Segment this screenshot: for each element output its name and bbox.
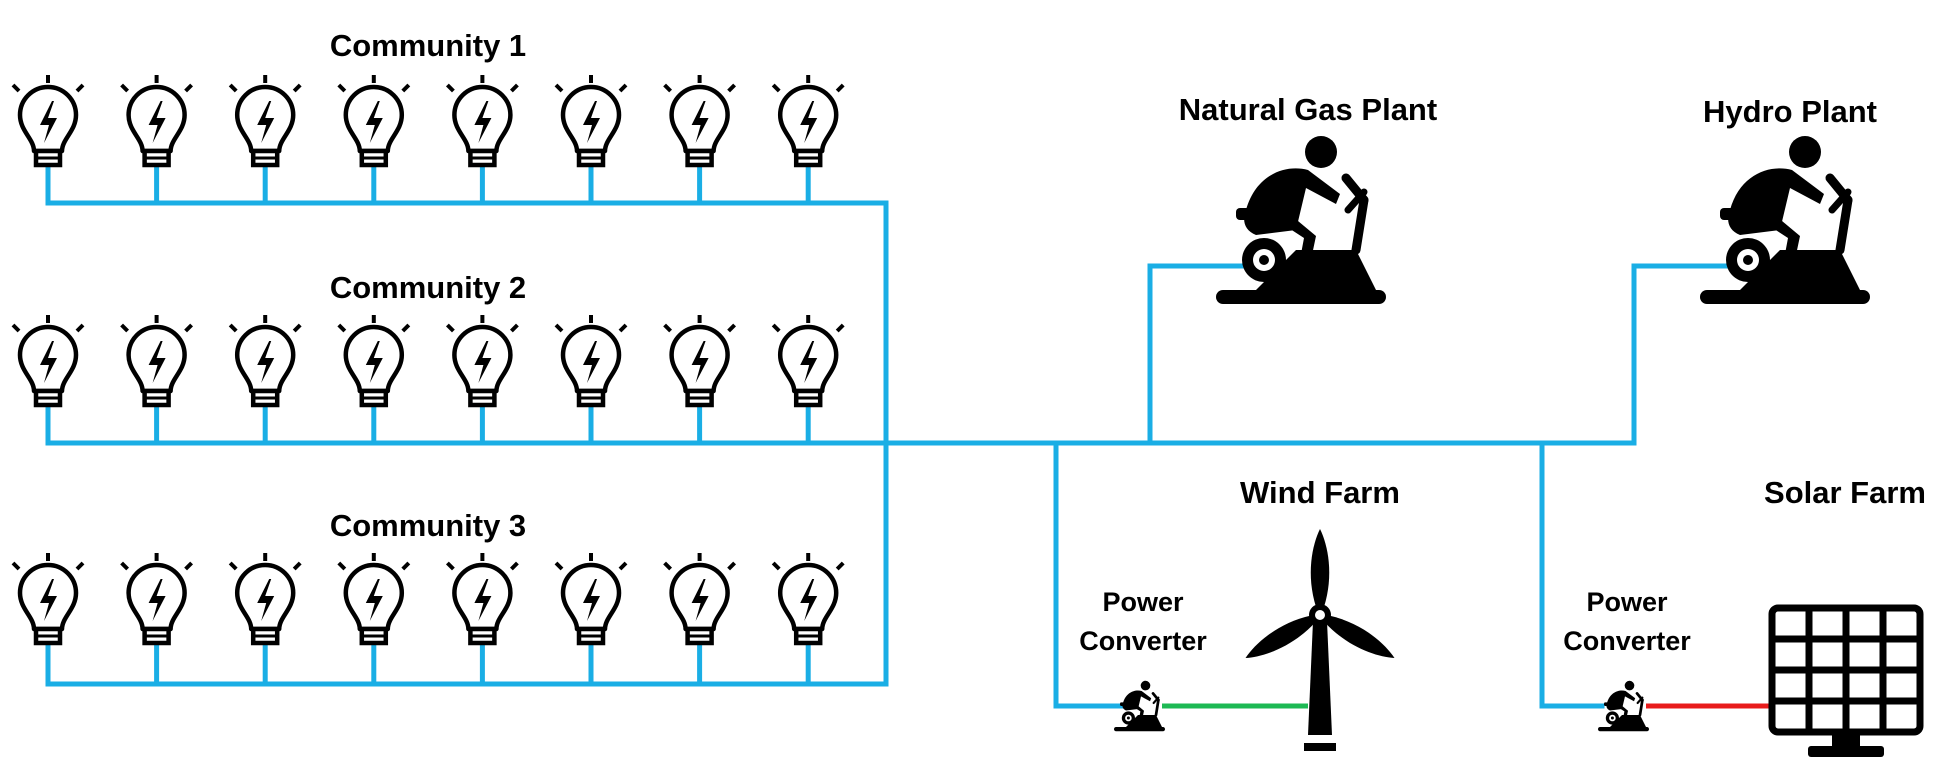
solar-panel-icon — [1772, 608, 1920, 757]
light-bulb-icon — [339, 315, 409, 405]
wind-turbine-icon — [1240, 529, 1400, 751]
light-bulb-icon — [556, 553, 626, 643]
light-bulb-icon — [556, 75, 626, 165]
natural-gas-plant-title: Natural Gas Plant — [1179, 92, 1437, 127]
solar-power-converter-icon — [1596, 679, 1651, 733]
solar-converter-label-line2: Converter — [1563, 626, 1691, 656]
solar-farm-title: Solar Farm — [1764, 475, 1926, 510]
hydro-plant-icon — [1700, 136, 1870, 304]
bulb-rows — [13, 75, 843, 643]
light-bulb-icon — [665, 553, 735, 643]
wind-farm-title: Wind Farm — [1240, 475, 1400, 510]
community-1-title: Community 1 — [330, 28, 526, 63]
light-bulb-icon — [447, 315, 517, 405]
light-bulb-icon — [665, 315, 735, 405]
grid-wiring — [45, 200, 1735, 709]
wind-power-converter-icon — [1112, 679, 1167, 733]
light-bulb-icon — [447, 75, 517, 165]
light-bulb-icon — [339, 75, 409, 165]
solar-converter-label-line1: Power — [1586, 587, 1668, 617]
light-bulb-icon — [556, 315, 626, 405]
light-bulb-icon — [447, 553, 517, 643]
light-bulb-icon — [773, 315, 843, 405]
light-bulb-icon — [773, 75, 843, 165]
light-bulb-icon — [122, 315, 192, 405]
light-bulb-icon — [13, 553, 83, 643]
wind-converter-label-line1: Power — [1102, 587, 1184, 617]
light-bulb-icon — [230, 315, 300, 405]
light-bulb-icon — [339, 553, 409, 643]
wind-converter-label-line2: Converter — [1079, 626, 1207, 656]
natural-gas-plant-icon — [1216, 136, 1386, 304]
light-bulb-icon — [773, 553, 843, 643]
community-3-title: Community 3 — [330, 508, 526, 543]
light-bulb-icon — [122, 553, 192, 643]
light-bulb-icon — [122, 75, 192, 165]
hydro-plant-title: Hydro Plant — [1703, 94, 1877, 129]
light-bulb-icon — [230, 75, 300, 165]
community-2-title: Community 2 — [330, 270, 526, 305]
light-bulb-icon — [665, 75, 735, 165]
light-bulb-icon — [13, 75, 83, 165]
light-bulb-icon — [230, 553, 300, 643]
light-bulb-icon — [13, 315, 83, 405]
bulb-drop-wires — [45, 158, 811, 687]
